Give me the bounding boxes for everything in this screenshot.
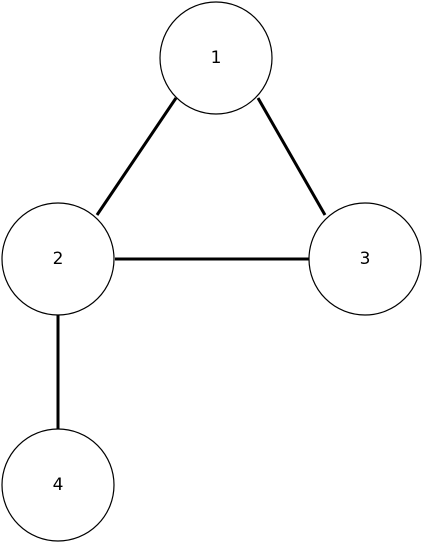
node-1: 1 [159,1,273,115]
edge-1-3 [256,97,327,216]
node-4-label: 4 [53,475,64,495]
node-2-circle [1,202,115,316]
node-3: 3 [308,202,422,316]
edge-1-2 [95,97,178,216]
node-1-label: 1 [211,48,222,68]
node-4: 4 [1,428,115,542]
node-2-label: 2 [53,249,64,269]
node-3-circle [308,202,422,316]
node-2: 2 [1,202,115,316]
node-3-label: 3 [360,249,371,269]
node-4-circle [1,428,115,542]
node-1-circle [159,1,273,115]
